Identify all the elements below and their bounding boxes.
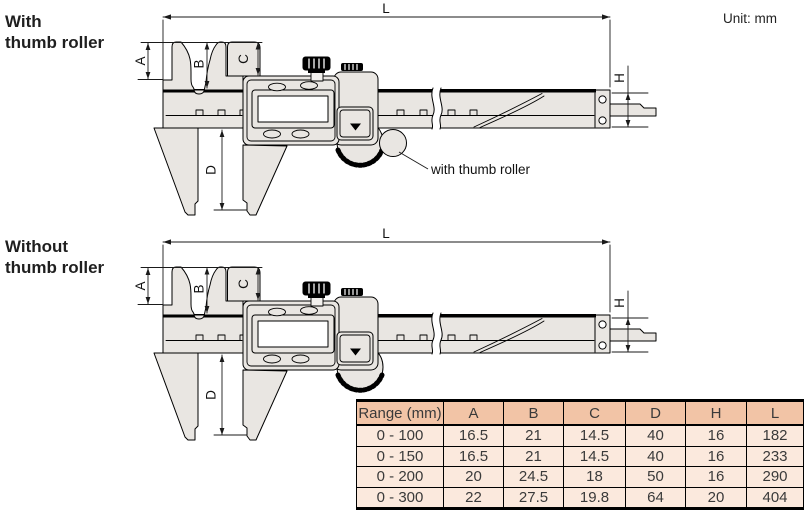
cell: 16	[685, 466, 747, 488]
cell-range: 0 - 200	[356, 466, 444, 488]
cell: 16	[685, 445, 747, 467]
cell: 40	[625, 445, 686, 467]
cell: 21	[503, 424, 564, 447]
cell: 16.5	[443, 424, 504, 447]
cell: 24.5	[503, 466, 564, 488]
caliper-diagram-without-roller: L A B C D H	[133, 226, 690, 450]
col-header-l: L	[746, 399, 804, 426]
dim-label-B: B	[192, 59, 207, 68]
dim-label-H: H	[612, 73, 627, 83]
cell: 20	[443, 466, 504, 488]
annotation-with-thumb-roller: with thumb roller	[430, 162, 531, 177]
caliper-diagram-with-roller: with thumb roller L A B C D H	[133, 1, 690, 225]
table-row: 0 - 200 20 24.5 18 50 16 290	[356, 466, 804, 488]
spec-table: Range (mm) A B C D H L 0 - 100 16.5 21 1…	[356, 399, 804, 510]
thumb-roller	[379, 129, 407, 157]
cell: 19.8	[563, 486, 626, 510]
cell: 404	[746, 486, 804, 510]
dim-label-A: A	[133, 281, 148, 290]
cell: 16.5	[443, 445, 504, 467]
dim-label-B: B	[192, 284, 207, 293]
dim-label-L: L	[382, 226, 390, 241]
table-row: 0 - 150 16.5 21 14.5 40 16 233	[356, 445, 804, 467]
cell: 50	[625, 466, 686, 488]
unit-label: Unit: mm	[723, 11, 777, 26]
cell: 233	[746, 445, 804, 467]
cell: 27.5	[503, 486, 564, 510]
cell: 64	[625, 486, 686, 510]
cell: 21	[503, 445, 564, 467]
col-header-c: C	[563, 399, 626, 426]
cell: 290	[746, 466, 804, 488]
dim-label-L: L	[382, 1, 390, 16]
cell-range: 0 - 100	[356, 424, 444, 447]
col-header-d: D	[625, 399, 686, 426]
variant-title-with-roller: With thumb roller	[5, 12, 105, 52]
cell-range: 0 - 150	[356, 445, 444, 467]
dim-label-C: C	[236, 279, 251, 289]
cell-range: 0 - 300	[356, 486, 444, 510]
cell: 16	[685, 424, 747, 447]
variant-title-without-roller: Without thumb roller	[5, 237, 105, 277]
dim-label-D: D	[204, 390, 219, 400]
cell: 182	[746, 424, 804, 447]
dim-label-D: D	[204, 165, 219, 175]
dim-label-A: A	[133, 56, 148, 65]
dim-label-H: H	[612, 298, 627, 308]
annotation-leader-line	[398, 151, 429, 170]
col-header-a: A	[443, 399, 504, 426]
dim-label-C: C	[236, 54, 251, 64]
cell: 14.5	[563, 424, 626, 447]
cell: 14.5	[563, 445, 626, 467]
cell: 22	[443, 486, 504, 510]
col-header-h: H	[685, 399, 747, 426]
col-header-range: Range (mm)	[356, 399, 444, 426]
col-header-b: B	[503, 399, 564, 426]
table-row: 0 - 300 22 27.5 19.8 64 20 404	[356, 486, 804, 510]
cell: 20	[685, 486, 747, 510]
table-row: 0 - 100 16.5 21 14.5 40 16 182	[356, 424, 804, 447]
spec-table-header-row: Range (mm) A B C D H L	[356, 399, 804, 426]
cell: 18	[563, 466, 626, 488]
cell: 40	[625, 424, 686, 447]
